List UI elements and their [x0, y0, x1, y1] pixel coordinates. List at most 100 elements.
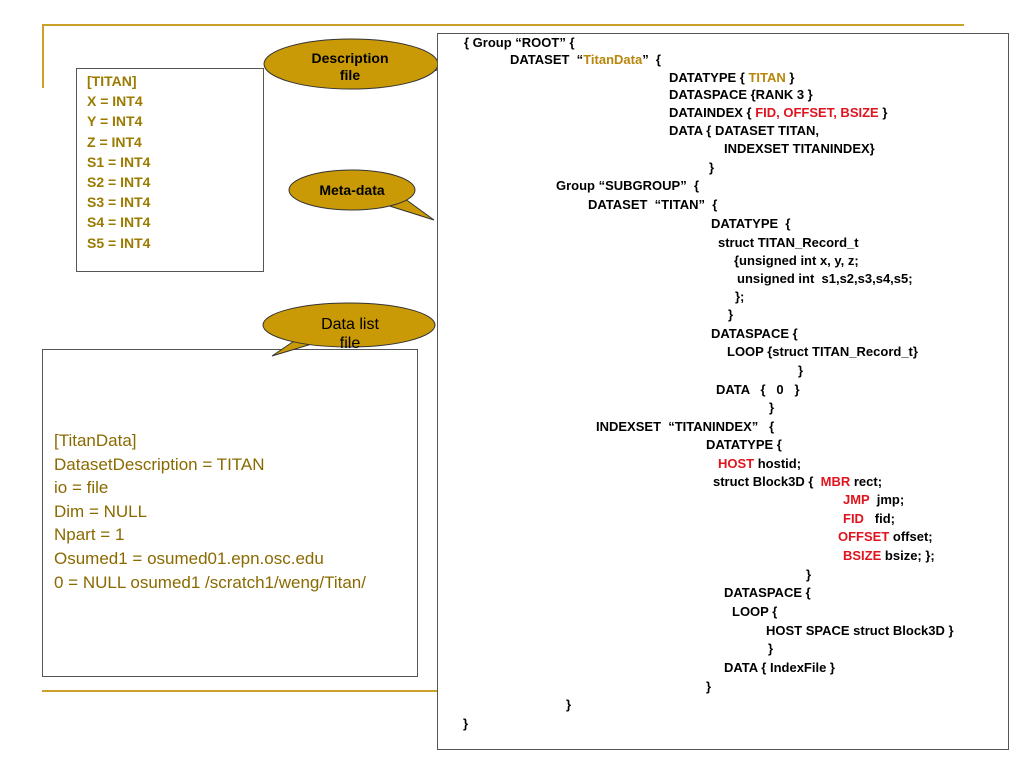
code-line: HOST SPACE struct Block3D }	[766, 623, 954, 639]
code-text: }	[768, 641, 774, 656]
description-callout: Description file	[290, 50, 410, 84]
description-line: S4 = INT4	[87, 214, 151, 231]
code-line: LOOP {struct TITAN_Record_t}	[727, 344, 918, 360]
code-text: LOOP {struct TITAN_Record_t}	[727, 344, 918, 359]
code-text: HOST SPACE struct Block3D }	[766, 623, 954, 638]
code-line: DATAINDEX { FID, OFFSET, BSIZE }	[669, 105, 887, 121]
code-text: struct TITAN_Record_t	[718, 235, 859, 250]
bottom-rule	[42, 690, 437, 692]
code-text: rect;	[850, 474, 883, 489]
code-text: DATASPACE {	[724, 585, 811, 600]
code-line: DATATYPE { TITAN }	[669, 70, 794, 86]
code-line: struct Block3D { MBR rect;	[713, 474, 882, 490]
code-keyword-red: FID	[843, 511, 864, 526]
code-line: }	[566, 697, 571, 713]
datalist-callout-line1: Data list	[321, 316, 379, 333]
code-line: }	[728, 307, 733, 323]
metadata-callout: Meta-data	[300, 182, 404, 199]
code-line: FID fid;	[843, 511, 895, 527]
code-text: DATASET “TITAN” {	[588, 197, 718, 212]
description-line: S2 = INT4	[87, 174, 151, 191]
code-text: bsize; };	[881, 548, 935, 563]
description-line: Z = INT4	[87, 133, 142, 150]
code-line: INDEXSET “TITANINDEX” {	[596, 419, 774, 435]
code-line: }	[768, 641, 773, 657]
description-line: Y = INT4	[87, 113, 143, 130]
code-text: Group “SUBGROUP” {	[556, 178, 700, 193]
code-text: }	[878, 105, 888, 120]
data-list-line: 0 = NULL osumed1 /scratch1/weng/Titan/	[54, 572, 366, 592]
top-rule	[42, 24, 964, 26]
description-line: S5 = INT4	[87, 234, 151, 251]
left-rule	[42, 24, 44, 88]
code-line: JMP jmp;	[843, 492, 904, 508]
code-text: DATASPACE {RANK 3 }	[669, 87, 813, 102]
code-line: INDEXSET TITANINDEX}	[724, 141, 875, 157]
code-text: hostid;	[754, 456, 802, 471]
data-list-line: [TitanData]	[54, 431, 137, 450]
code-text: fid;	[863, 511, 895, 526]
code-text: }	[463, 716, 469, 731]
code-line: struct TITAN_Record_t	[718, 235, 859, 251]
code-text: DATASET “	[510, 52, 584, 67]
code-line: }	[463, 716, 468, 732]
code-keyword-gold: TITAN	[748, 70, 786, 85]
code-text: DATA { DATASET TITAN,	[669, 123, 819, 138]
code-text: }	[706, 679, 712, 694]
code-text: DATATYPE {	[669, 70, 749, 85]
code-text: DATA { IndexFile }	[724, 660, 835, 675]
code-text: }	[566, 697, 572, 712]
description-file-box: [TITAN] X = INT4 Y = INT4 Z = INT4 S1 = INT4…	[76, 68, 264, 272]
datalist-callout-line2: file	[339, 335, 361, 352]
code-keyword-red: MBR	[820, 474, 851, 489]
code-text: DATA { 0 }	[716, 382, 800, 397]
code-line: DATASET “TitanData” {	[510, 52, 661, 68]
code-text: }	[798, 363, 804, 378]
code-line: {unsigned int x, y, z;	[734, 253, 859, 269]
data-list-line: io = file	[54, 478, 109, 498]
code-line: }	[769, 400, 774, 416]
code-line: DATASPACE {	[711, 326, 798, 342]
code-text: {unsigned int x, y, z;	[734, 253, 859, 268]
code-line: DATASET “TITAN” {	[588, 197, 717, 213]
code-text: INDEXSET TITANINDEX}	[724, 141, 875, 156]
code-line: };	[735, 289, 744, 305]
code-line: Group “SUBGROUP” {	[556, 178, 699, 194]
description-callout-line1: Description	[311, 50, 389, 66]
code-text: DATATYPE {	[706, 437, 782, 452]
description-line: [TITAN]	[87, 73, 137, 89]
code-text: }	[769, 400, 775, 415]
code-keyword-red: FID, OFFSET, BSIZE	[755, 105, 879, 120]
code-text: };	[735, 289, 745, 304]
metadata-callout-label: Meta-data	[319, 182, 385, 198]
code-line: LOOP {	[732, 604, 777, 620]
code-text: }	[709, 160, 715, 175]
code-text: ” {	[642, 52, 661, 67]
code-line: DATATYPE {	[711, 216, 790, 232]
code-line: DATASPACE {RANK 3 }	[669, 87, 813, 103]
code-text: LOOP {	[732, 604, 778, 619]
data-list-line: Npart = 1	[54, 525, 125, 545]
data-list-line: Dim = NULL	[54, 501, 148, 521]
code-line: }	[709, 160, 714, 176]
code-text: }	[806, 567, 812, 582]
datalist-callout: Data list file	[300, 315, 400, 353]
code-line: { Group “ROOT” {	[464, 35, 575, 51]
code-text: INDEXSET “TITANINDEX” {	[596, 419, 775, 434]
code-text: unsigned int s1,s2,s3,s4,s5;	[737, 271, 913, 286]
description-line: S1 = INT4	[87, 153, 151, 170]
code-text: jmp;	[869, 492, 905, 507]
code-text: DATAINDEX {	[669, 105, 756, 120]
code-keyword-red: HOST	[718, 456, 755, 471]
code-line: DATA { IndexFile }	[724, 660, 835, 676]
metadata-callout-shape	[288, 169, 435, 221]
code-line: OFFSET offset;	[838, 529, 933, 545]
description-line: X = INT4	[87, 93, 143, 110]
dataset-definition-code: { Group “ROOT” {DATASET “TitanData” {DAT…	[437, 33, 1009, 750]
code-keyword-red: OFFSET	[838, 529, 890, 544]
code-text: struct Block3D {	[713, 474, 821, 489]
code-line: unsigned int s1,s2,s3,s4,s5;	[737, 271, 913, 287]
